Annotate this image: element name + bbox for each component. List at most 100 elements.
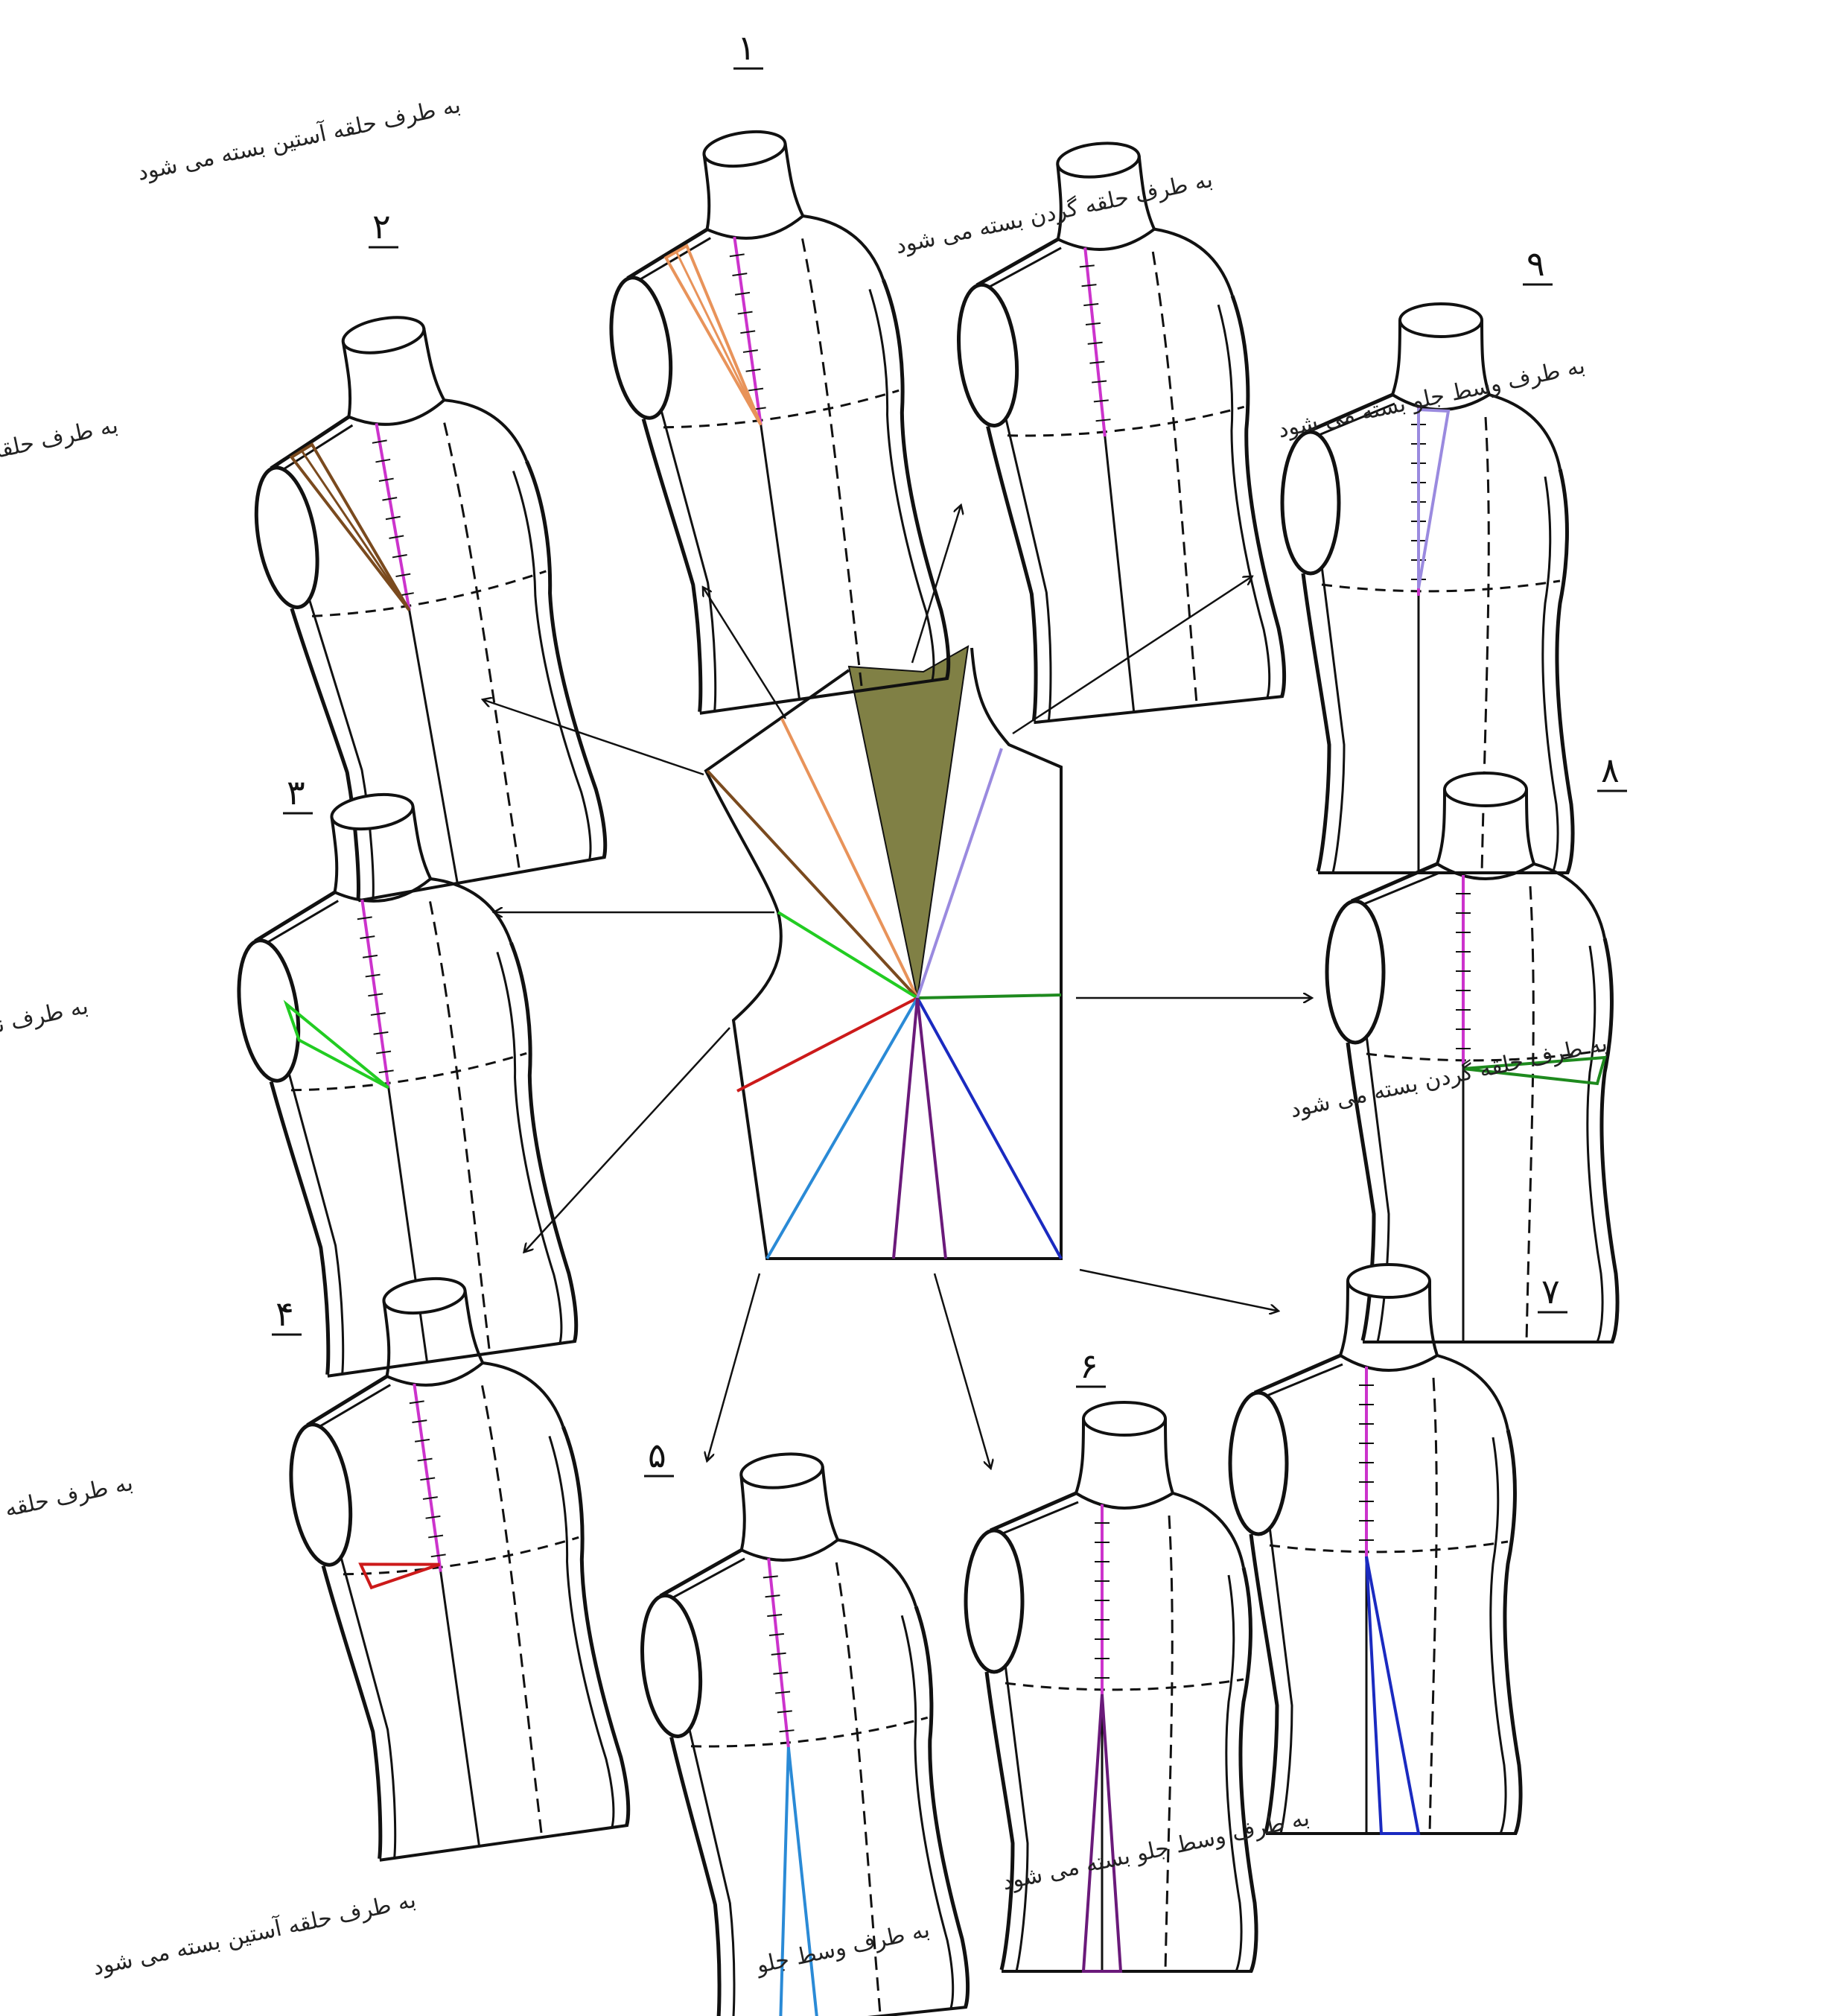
measure-tick xyxy=(428,1534,444,1539)
measure-tick xyxy=(1089,360,1105,364)
transferred-dart xyxy=(778,1746,819,2016)
pattern-outline xyxy=(704,647,1063,1260)
rotation-line-side-4 xyxy=(736,996,918,1093)
variant-note: به طرف حلقه آستین بسته می شود xyxy=(0,412,121,506)
shaded-bust-dart xyxy=(847,645,970,999)
transferred-dart xyxy=(358,1562,441,1590)
measure-tick xyxy=(373,1031,389,1035)
measure-tick xyxy=(1079,264,1095,268)
variant-number: ۹ xyxy=(1527,244,1545,284)
variant-form-8 xyxy=(265,1262,632,1866)
variant-form-3 xyxy=(1282,304,1573,873)
measure-tick xyxy=(771,1652,786,1656)
arrow-to-1 xyxy=(704,588,787,719)
measure-tick xyxy=(1083,303,1099,307)
arrow-to-5 xyxy=(707,1273,761,1460)
measure-tick xyxy=(385,515,401,521)
measure-tick xyxy=(734,291,751,296)
variant-note: به طرف وسط جلو بسته می شود xyxy=(1000,1805,1312,1896)
transferred-dart xyxy=(663,244,763,426)
measure-tick xyxy=(412,1419,427,1423)
rotation-line-waist-7 xyxy=(916,997,1063,1259)
measure-tick xyxy=(370,1012,386,1016)
measure-tick xyxy=(420,1477,436,1481)
measure-tick xyxy=(779,1729,795,1733)
arrow-to-top xyxy=(911,506,961,664)
rotation-line-side-8 xyxy=(917,993,1062,999)
measure-tick xyxy=(389,535,404,539)
arrow-to-6 xyxy=(933,1273,990,1467)
variant-note: به طرف نوشانه بسته می شود xyxy=(0,993,91,1078)
transferred-dart xyxy=(283,999,390,1090)
center-front-guide xyxy=(360,899,390,1088)
variant-form-1 xyxy=(585,115,952,719)
measure-tick xyxy=(732,273,748,276)
measure-tick xyxy=(425,1515,441,1519)
measure-tick xyxy=(775,1691,791,1694)
transferred-dart xyxy=(1365,1556,1421,1835)
center-front-guide xyxy=(767,1558,790,1748)
measure-tick xyxy=(360,935,375,939)
measure-tick xyxy=(765,1594,780,1598)
variant-form-9 xyxy=(623,1441,971,2016)
rotation-line-shoulder-2 xyxy=(706,769,919,999)
measure-tick xyxy=(430,1554,446,1558)
variant-form-6 xyxy=(213,778,580,1381)
measure-tick xyxy=(1085,322,1101,325)
variant-form-7 xyxy=(1230,1265,1521,1834)
variant-form-10 xyxy=(966,1402,1256,1971)
variant-number: ۱ xyxy=(737,28,756,68)
variant-note: به طرف حلقه آستین بسته می شود xyxy=(90,1886,418,1981)
variant-form-2 xyxy=(939,130,1287,727)
measure-tick xyxy=(382,497,398,501)
variant-number: ۷ xyxy=(1541,1271,1560,1311)
rotation-line-waist-5 xyxy=(765,997,919,1259)
measure-tick xyxy=(742,349,758,353)
measure-tick xyxy=(357,916,372,920)
transferred-dart xyxy=(1081,1694,1123,1973)
measure-tick xyxy=(748,387,764,392)
measure-tick xyxy=(422,1496,438,1500)
rotation-line-neck-9 xyxy=(916,748,1003,999)
measure-tick xyxy=(375,458,391,463)
transferred-dart xyxy=(1417,407,1451,589)
center-front-guide xyxy=(1083,247,1107,437)
center-bodice-pattern xyxy=(704,645,1063,1260)
rotation-line-shoulder-1 xyxy=(780,718,919,999)
variant-note: به طرف حلقه آستین بسته می شود xyxy=(135,92,462,186)
measure-tick xyxy=(740,330,756,334)
measure-tick xyxy=(1093,399,1109,403)
measure-tick xyxy=(409,1400,424,1405)
variant-forms xyxy=(213,115,1617,2016)
center-front-guide xyxy=(733,236,763,425)
measure-tick xyxy=(737,311,753,315)
measure-tick xyxy=(745,368,761,372)
transferred-dart xyxy=(1462,1055,1607,1086)
measure-tick xyxy=(372,439,387,444)
arrow-to-4 xyxy=(525,1027,730,1251)
measure-tick xyxy=(417,1457,433,1462)
measure-tick xyxy=(763,1575,778,1579)
measure-tick xyxy=(767,1614,783,1618)
rotation-lines xyxy=(706,718,1063,1259)
measure-tick xyxy=(729,253,745,258)
measure-tick xyxy=(414,1438,430,1443)
center-front-guide xyxy=(413,1383,442,1572)
transfer-arrows xyxy=(484,506,1311,1467)
variant-form-5 xyxy=(1327,773,1617,1342)
rotation-line-waist-6 xyxy=(892,997,919,1259)
arrow-to-9 xyxy=(1012,577,1251,735)
variant-number: ۴ xyxy=(276,1294,294,1334)
variant-number: ۸ xyxy=(1601,750,1620,790)
measure-tick xyxy=(368,993,383,997)
measure-tick xyxy=(1095,419,1111,422)
measure-tick xyxy=(773,1671,789,1675)
variant-note: به طرف وسط جلو بسته می شود xyxy=(1276,353,1588,444)
variant-note: به طرف حلقه آستین بسته می شود xyxy=(0,1469,136,1564)
measure-tick xyxy=(365,973,381,978)
measure-tick xyxy=(378,1069,394,1074)
arrow-to-2 xyxy=(484,700,704,776)
variant-form-4 xyxy=(224,296,609,907)
variant-note: به طرف حلقه گردن بسته می شود xyxy=(893,167,1215,260)
